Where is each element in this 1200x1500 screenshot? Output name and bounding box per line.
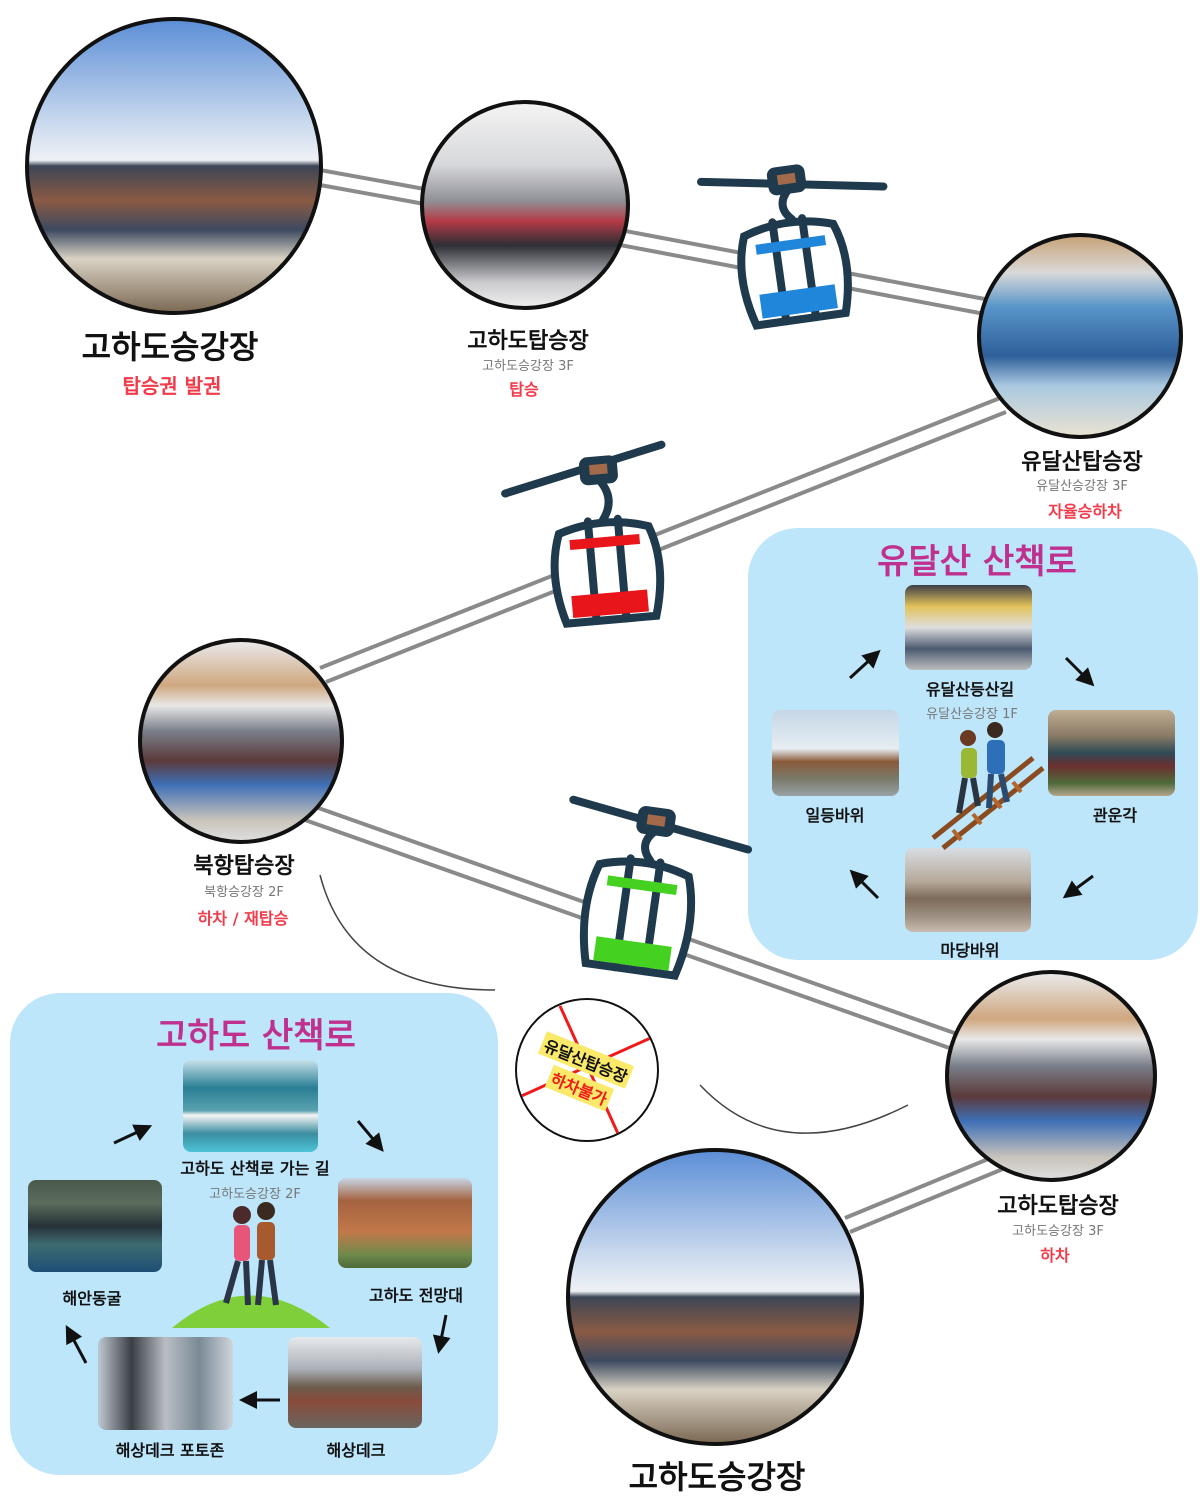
station-note: 탑승권 발권	[122, 374, 222, 398]
trail-arrows	[65, 1120, 451, 1409]
no-alighting-sign: 유달산탑승장 하차불가	[515, 998, 659, 1142]
yudalsan-tower-photo	[977, 233, 1183, 439]
spot-name: 해안동굴	[62, 1289, 122, 1308]
spot-photo	[905, 848, 1031, 932]
station-name: 고하도승강장	[81, 328, 259, 366]
gohado-trail-title: 고하도 산책로	[156, 1016, 356, 1056]
spot-photo	[28, 1180, 162, 1272]
hikers-illustration	[931, 722, 1045, 850]
station-name: 유달산탑승장	[1021, 450, 1143, 475]
gohado-tower-photo	[420, 100, 630, 310]
arrow-icon	[65, 1120, 451, 1409]
spot-name: 해상데크	[326, 1441, 386, 1460]
station-note: 자율승하차	[1048, 502, 1122, 521]
spot-name: 고하도 전망대	[369, 1286, 463, 1305]
station-name: 고하도탑승장	[467, 329, 589, 354]
spot-name: 해상데크 포토존	[115, 1441, 225, 1460]
spot-photo	[183, 1060, 318, 1152]
spot-name: 관운각	[1092, 806, 1138, 825]
return-arc	[699, 1084, 909, 1134]
spot-name: 마당바위	[940, 941, 1000, 960]
spot-photo	[1048, 710, 1175, 796]
station-note: 탑승	[509, 380, 539, 399]
station-location: 북항승강장 2F	[204, 885, 284, 900]
spot-location: 유달산승강장 1F	[926, 707, 1018, 722]
station-name: 고하도탑승장	[997, 1194, 1119, 1219]
gohado-station-photo	[25, 17, 323, 315]
spot-photo	[288, 1337, 422, 1428]
spot-name: 유달산등산길	[925, 680, 1015, 699]
spot-name: 고하도 산책로 가는 길	[180, 1159, 330, 1178]
spot-photo	[338, 1178, 472, 1268]
gohado-tower-alight-photo	[945, 970, 1157, 1182]
station-location: 유달산승강장 3F	[1036, 479, 1128, 494]
trail-arrows	[848, 649, 1095, 900]
spot-photo	[905, 585, 1032, 670]
spot-photo	[772, 710, 899, 796]
gondola-blue-icon	[697, 164, 888, 330]
station-note: 하차	[1040, 1246, 1070, 1265]
spot-location: 고하도승강장 2F	[209, 1187, 301, 1202]
spot-name: 일등바위	[805, 806, 865, 825]
station-name: 고하도승강장	[628, 1458, 806, 1496]
gondola-green-icon	[569, 795, 753, 980]
yudalsan-trail-title: 유달산 산책로	[877, 542, 1077, 582]
station-note: 하차 / 재탑승	[197, 909, 289, 928]
station-location: 고하도승강장 3F	[482, 359, 574, 374]
gondola-red-icon	[501, 440, 666, 628]
gohado-station-photo	[566, 1148, 864, 1446]
spot-photo	[98, 1337, 233, 1430]
station-name: 북항탑승장	[193, 854, 295, 879]
arrow-icon	[848, 649, 1095, 900]
station-location: 고하도승강장 3F	[1012, 1224, 1104, 1239]
walking-couple-illustration	[172, 1202, 330, 1328]
return-arc	[319, 874, 496, 991]
bukhang-tower-photo	[138, 638, 344, 844]
